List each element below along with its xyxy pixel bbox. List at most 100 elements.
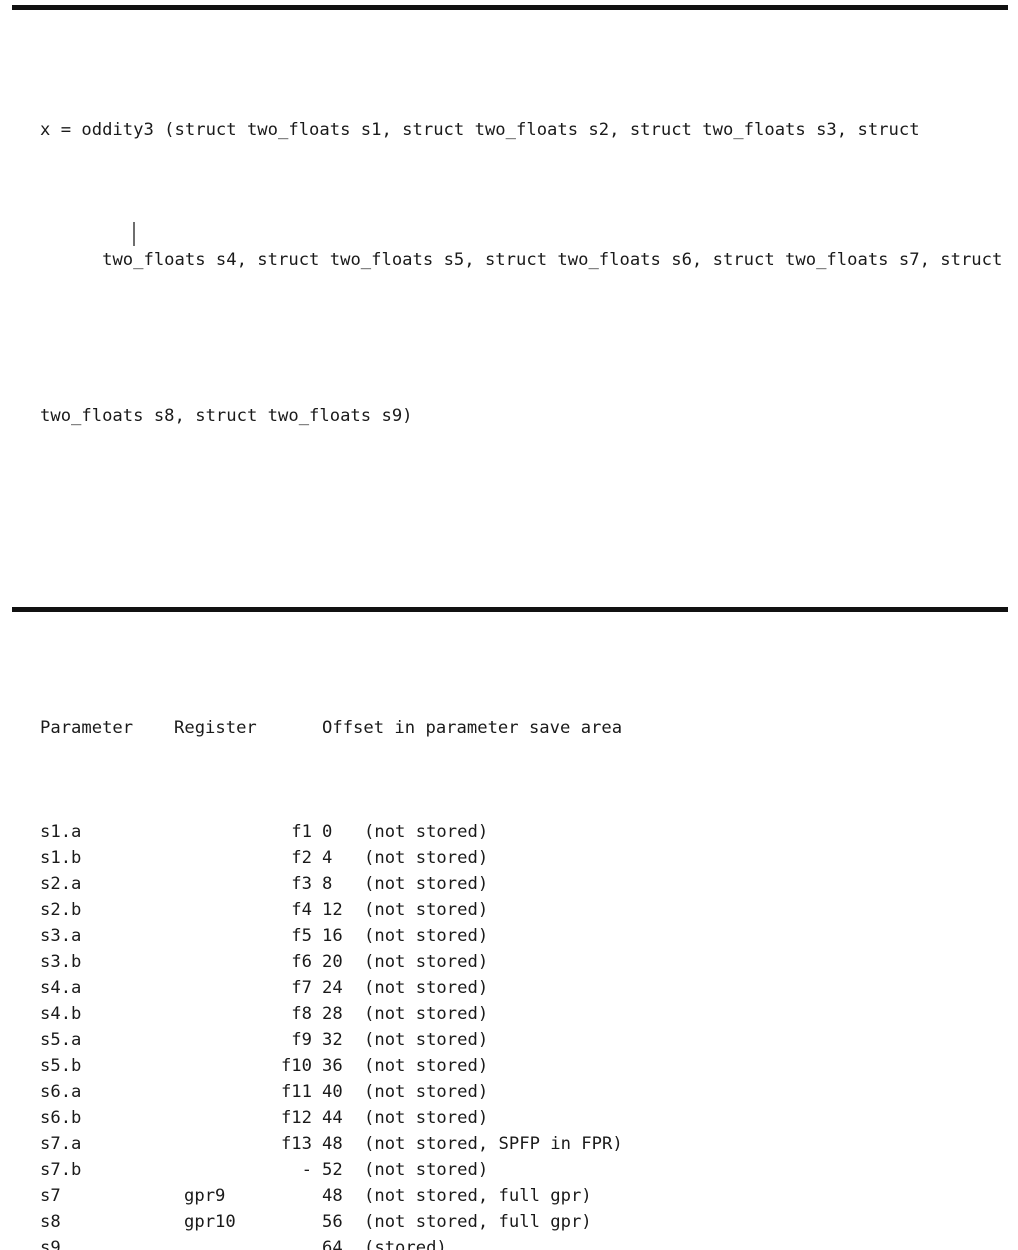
cell-register: f4 <box>291 900 312 920</box>
cell-storage-note: (not stored, SPFP in FPR) <box>364 1134 623 1154</box>
cell-offset: 20 <box>322 952 343 972</box>
table-row: s3.b f6 20 (not stored) <box>40 949 1000 975</box>
cell-storage-note: (stored) <box>364 1238 447 1250</box>
cell-storage-note: (not stored) <box>364 1030 489 1050</box>
cell-parameter: s7 <box>40 1186 61 1206</box>
cell-storage-note: (not stored) <box>364 1082 489 1102</box>
signature-line-2-text: two_floats s4, struct two_floats s5, str… <box>102 250 1003 270</box>
cell-offset: 56 <box>322 1212 343 1232</box>
listing-content: x = oddity3 (struct two_floats s1, struc… <box>40 13 1003 1250</box>
cell-storage-note: (not stored) <box>364 1004 489 1024</box>
table-row: s2.a f3 8 (not stored) <box>40 871 1000 897</box>
cell-register: f9 <box>291 1030 312 1050</box>
table-row: s1.b f2 4 (not stored) <box>40 845 1000 871</box>
cell-offset: 36 <box>322 1056 343 1076</box>
cell-storage-note: (not stored) <box>364 978 489 998</box>
cell-parameter: s3.a <box>40 926 82 946</box>
cell-parameter: s4.a <box>40 978 82 998</box>
figure-bottom-rule <box>12 607 1008 612</box>
cell-parameter: s5.a <box>40 1030 82 1050</box>
cell-register: f10 <box>280 1056 312 1076</box>
cell-register: gpr9 <box>184 1186 226 1206</box>
cell-storage-note: (not stored) <box>364 1056 489 1076</box>
table-row: s4.a f7 24 (not stored) <box>40 975 1000 1001</box>
cell-offset: 40 <box>322 1082 343 1102</box>
cell-register: f8 <box>291 1004 312 1024</box>
table-row: s9 64 (stored) <box>40 1235 1000 1250</box>
table-row: s5.b f10 36 (not stored) <box>40 1053 1000 1079</box>
signature-table-spacer <box>40 507 1000 533</box>
cell-offset: 52 <box>322 1160 343 1180</box>
cell-storage-note: (not stored) <box>364 822 489 842</box>
code-listing-figure: x = oddity3 (struct two_floats s1, struc… <box>12 5 1008 1250</box>
cell-offset: 28 <box>322 1004 343 1024</box>
cell-parameter: s4.b <box>40 1004 82 1024</box>
cell-register: f5 <box>291 926 312 946</box>
table-row: s3.a f5 16 (not stored) <box>40 923 1000 949</box>
table-row: s6.b f12 44 (not stored) <box>40 1105 1000 1131</box>
cell-register: f7 <box>291 978 312 998</box>
cell-parameter: s6.b <box>40 1108 82 1128</box>
cell-register: f13 <box>280 1134 312 1154</box>
cell-storage-note: (not stored) <box>364 952 489 972</box>
cell-parameter: s7.b <box>40 1160 82 1180</box>
cell-storage-note: (not stored, full gpr) <box>364 1186 592 1206</box>
cell-register: gpr10 <box>184 1212 236 1232</box>
cell-offset: 16 <box>322 926 343 946</box>
column-header-parameter: Parameter <box>40 718 134 738</box>
table-row: s5.a f9 32 (not stored) <box>40 1027 1000 1053</box>
cell-storage-note: (not stored) <box>364 926 489 946</box>
signature-line-2: two_floats s4, struct two_floats s5, str… <box>40 221 1003 325</box>
cell-parameter: s1.b <box>40 848 82 868</box>
table-row: s8 gpr10 56 (not stored, full gpr) <box>40 1209 1000 1235</box>
cell-register: f2 <box>291 848 312 868</box>
cell-register: f6 <box>291 952 312 972</box>
cell-parameter: s9 <box>40 1238 61 1250</box>
cell-parameter: s5.b <box>40 1056 82 1076</box>
cell-offset: 32 <box>322 1030 343 1050</box>
cell-offset: 44 <box>322 1108 343 1128</box>
cell-storage-note: (not stored) <box>364 874 489 894</box>
cell-offset: 48 <box>322 1186 343 1206</box>
cell-storage-note: (not stored, full gpr) <box>364 1212 592 1232</box>
table-row: s7 gpr9 48 (not stored, full gpr) <box>40 1183 1000 1209</box>
cell-register: f12 <box>280 1108 312 1128</box>
column-header-offset: Offset in parameter save area <box>322 718 623 738</box>
cell-parameter: s8 <box>40 1212 61 1232</box>
cell-offset: 24 <box>322 978 343 998</box>
cell-register: f3 <box>291 874 312 894</box>
cell-register: - <box>301 1160 312 1180</box>
cell-register: f1 <box>291 822 312 842</box>
cell-offset: 48 <box>322 1134 343 1154</box>
cell-offset: 12 <box>322 900 343 920</box>
cell-offset: 64 <box>322 1238 343 1250</box>
cell-register <box>174 1235 322 1250</box>
table-row: s4.b f8 28 (not stored) <box>40 1001 1000 1027</box>
cell-parameter: s6.a <box>40 1082 82 1102</box>
cell-register: f11 <box>280 1082 312 1102</box>
signature-line-1: x = oddity3 (struct two_floats s1, struc… <box>40 120 920 140</box>
parameter-register-table: Parameter Register Offset in parameter s… <box>40 637 1000 1250</box>
cell-parameter: s1.a <box>40 822 82 842</box>
cell-storage-note: (not stored) <box>364 1160 489 1180</box>
cell-storage-note: (not stored) <box>364 848 489 868</box>
cell-parameter: s7.a <box>40 1134 82 1154</box>
cell-parameter: s3.b <box>40 952 82 972</box>
cell-parameter: s2.a <box>40 874 82 894</box>
table-row: s1.a f1 0 (not stored) <box>40 819 1000 845</box>
signature-line-3: two_floats s8, struct two_floats s9) <box>40 406 413 426</box>
cell-offset: 0 <box>322 822 333 842</box>
cell-offset: 8 <box>322 874 333 894</box>
table-row: s7.a f13 48 (not stored, SPFP in FPR) <box>40 1131 1000 1157</box>
table-header-row: Parameter Register Offset in parameter s… <box>40 715 1000 741</box>
cell-offset: 4 <box>322 848 333 868</box>
table-row: s7.b -52 (not stored) <box>40 1157 1000 1183</box>
table-row: s6.a f11 40 (not stored) <box>40 1079 1000 1105</box>
cell-storage-note: (not stored) <box>364 900 489 920</box>
text-caret <box>133 222 136 246</box>
figure-top-rule <box>12 5 1008 10</box>
cell-storage-note: (not stored) <box>364 1108 489 1128</box>
column-header-register: Register <box>174 718 257 738</box>
